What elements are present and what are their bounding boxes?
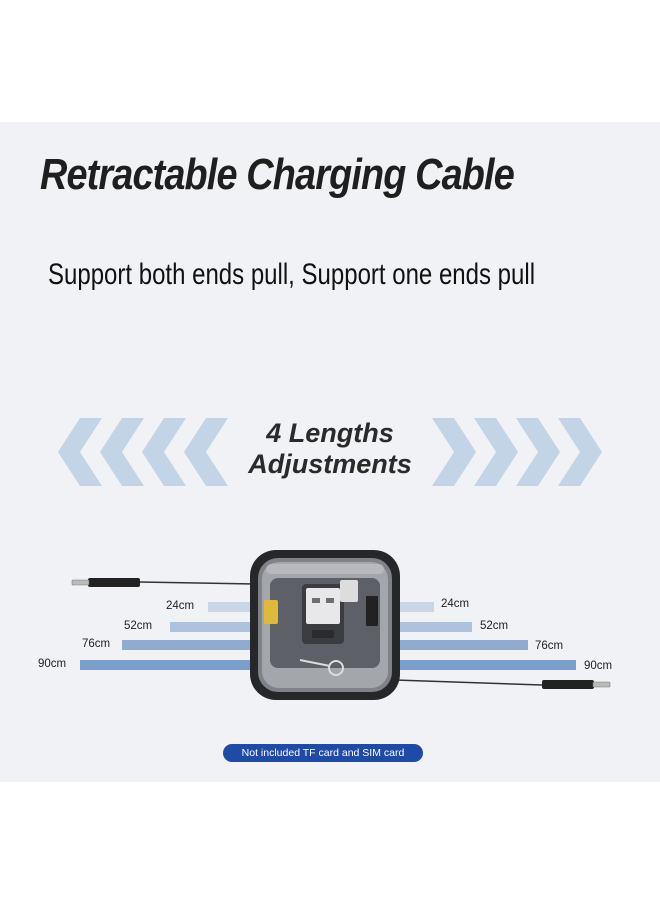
bar-left-90 [80,660,250,670]
bar-right-52 [400,622,472,632]
label-right-24: 24cm [441,598,470,610]
label-left-76: 76cm [82,638,111,650]
label-left-24: 24cm [166,600,195,612]
label-left-52: 52cm [124,620,153,632]
left-chevrons-icon [58,418,228,486]
bar-left-76 [122,640,250,650]
label-right-90: 90cm [584,660,613,672]
subtitle: Support both ends pull, Support one ends… [48,258,536,291]
lengths-heading-line2: Adjustments [248,449,412,479]
label-right-52: 52cm [480,620,509,632]
lengths-heading: 4 Lengths Adjustments [222,418,438,480]
label-left-90: 90cm [38,658,67,670]
bar-right-24 [400,602,434,612]
retractable-cable-device-illustration [71,550,611,700]
bar-left-24 [208,602,250,612]
bar-right-76 [400,640,528,650]
page-title: Retractable Charging Cable [40,150,515,199]
bar-left-52 [170,622,250,632]
lengths-heading-line1: 4 Lengths [266,418,394,448]
note-badge: Not included TF card and SIM card [223,744,423,762]
bar-right-90 [400,660,576,670]
label-right-76: 76cm [535,640,564,652]
right-chevrons-icon [432,418,602,486]
